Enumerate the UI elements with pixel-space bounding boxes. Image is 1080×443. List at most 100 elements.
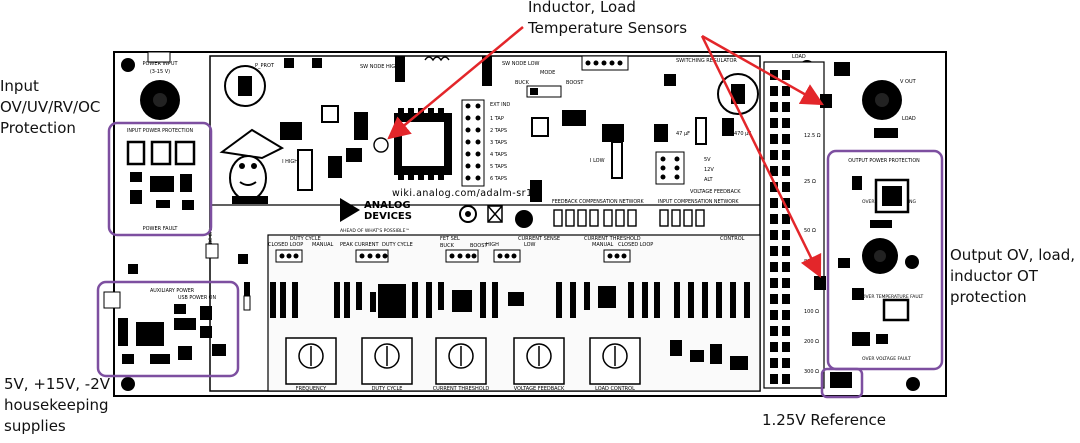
buck-label: BUCK (515, 80, 530, 86)
connector (147, 51, 171, 63)
pot-duty-cycle (361, 337, 413, 385)
mode-switch-knob (530, 88, 538, 95)
temp-sensor-load-mid (814, 276, 826, 290)
load-value: 25 Ω (804, 179, 816, 185)
svg-text:AHEAD OF WHAT'S POSSIBLE™: AHEAD OF WHAT'S POSSIBLE™ (340, 228, 410, 234)
jumper (482, 56, 492, 86)
svg-text:DEVICES: DEVICES (364, 211, 412, 222)
testpoint (128, 264, 138, 274)
switching-regulator-label: SWITCHING REGULATOR (676, 58, 737, 64)
callout-line: protection (950, 288, 1027, 306)
testpoint (664, 74, 676, 86)
load-value: 50 Ω (804, 228, 816, 234)
arrow-to-load-sensor-mid (700, 35, 822, 279)
mounting-hole (121, 58, 135, 72)
wiki-url: wiki.analog.com/adalm-sr1 (392, 188, 533, 199)
cap-label: 470 µF (734, 131, 751, 137)
mounting-hole (905, 255, 919, 269)
callout-line: Input (0, 77, 39, 95)
sw-node-low: SW NODE LOW (502, 61, 540, 67)
compliance-icons (459, 205, 533, 228)
mode-headers (275, 249, 631, 263)
closed-loop-label-2: CLOSED LOOP (618, 242, 653, 248)
highlight-output-protection (826, 149, 944, 371)
ic-chip (280, 105, 734, 202)
cap-label: 47 µF (676, 131, 690, 137)
callout-line: Output OV, load, (950, 246, 1076, 264)
highlight-aux-power (96, 280, 240, 378)
closed-loop-label: CLOSED LOOP (268, 242, 303, 248)
v-opt-label: 12V (704, 167, 714, 173)
highlight-reference (820, 367, 864, 399)
aux-components (118, 304, 226, 364)
duty-cycle-label-2: DUTY CYCLE (382, 242, 413, 248)
callout-line: housekeeping (4, 396, 109, 414)
load-short-label: LOAD (902, 116, 916, 122)
i-high-label: I HIGH (282, 159, 298, 165)
usb-connector (103, 291, 121, 309)
testpoint (238, 254, 248, 264)
p-prot-label: P_PROT (255, 63, 275, 69)
pot-frequency (285, 337, 337, 385)
ic-chip-lower (370, 284, 748, 370)
arrow-to-inductor (387, 26, 524, 140)
load-value: 100 Ω (804, 309, 819, 315)
over-voltage-fault-label: OVER VOLTAGE FAULT (862, 356, 911, 362)
pot-voltage-feedback (513, 337, 565, 385)
testpoint (834, 62, 850, 76)
callout-output-protection: Output OV, load, inductor OT protection (950, 245, 1075, 308)
tap-label: 1 TAP (490, 116, 504, 122)
tap-label: 3 TAPS (490, 140, 507, 146)
peak-current-label: PEAK CURRENT (340, 242, 379, 248)
capacitor-icon (238, 76, 252, 96)
load-value: 12.5 Ω (804, 133, 821, 139)
callout-line: OV/UV/RV/OC (0, 98, 101, 116)
vfb-pins (660, 156, 680, 180)
tap-label: 4 TAPS (490, 152, 507, 158)
taps-header (461, 99, 485, 187)
pot-label: CURRENT THRESHOLD (433, 386, 490, 392)
callout-line: supplies (4, 417, 66, 435)
callout-reference: 1.25V Reference (762, 410, 886, 431)
usb-power-on-label: USB POWER ON (178, 295, 216, 301)
vfb-label: VOLTAGE FEEDBACK (690, 189, 741, 195)
capacitor-icon (731, 84, 745, 104)
feedback-comp-label: FEEDBACK COMPENSATION NETWORK (552, 199, 644, 205)
output-power-protection-label: OUTPUT POWER PROTECTION (848, 158, 920, 164)
input-power-protection-label: INPUT POWER PROTECTION (127, 128, 194, 134)
arrow-to-load-sensor-top (701, 34, 824, 106)
jumper (395, 56, 405, 82)
mode-label: MODE (540, 70, 555, 76)
mode-switch (526, 85, 562, 98)
load-column-label: LOAD (792, 54, 806, 60)
callout-housekeeping: 5V, +15V, -2V housekeeping supplies (4, 374, 110, 437)
load-resistors (770, 70, 790, 384)
callout-line: inductor OT (950, 267, 1038, 285)
ext-ind-label: EXT IND (490, 102, 510, 108)
sw-node-high: SW NODE HIGH (360, 64, 399, 70)
manual-label: MANUAL (312, 242, 334, 248)
callout-input-protection: Input OV/UV/RV/OC Protection (0, 76, 100, 139)
input-protection-components (126, 140, 196, 210)
pot-label: LOAD CONTROL (595, 386, 635, 392)
inductor-ic-core (402, 122, 444, 166)
reference-ic (830, 372, 852, 388)
v-opt-label: ALT (704, 177, 714, 183)
callout-line: Inductor, Load (528, 0, 636, 16)
highlight-input-protection (107, 121, 213, 237)
analog-devices-logo: ANALOG DEVICES AHEAD OF WHAT'S POSSIBLE™ (340, 198, 412, 234)
control-label: CONTROL (720, 236, 745, 242)
input-comp-label: INPUT COMPENSATION NETWORK (658, 199, 739, 205)
power-jack-icon (153, 93, 167, 107)
inductor-symbol (424, 56, 450, 62)
switch (874, 128, 898, 138)
load-value: 200 Ω (804, 339, 819, 345)
high-label: HIGH (486, 242, 499, 248)
callout-line: 1.25V Reference (762, 411, 886, 429)
pot-load-control (589, 337, 641, 385)
buck-label-2: BUCK (440, 243, 455, 249)
pot-label: VOLTAGE FEEDBACK (514, 386, 565, 392)
power-input-label: POWER INPUT (142, 61, 178, 67)
mascot-icon (219, 128, 285, 204)
power-input-range: (3-15 V) (150, 69, 170, 75)
